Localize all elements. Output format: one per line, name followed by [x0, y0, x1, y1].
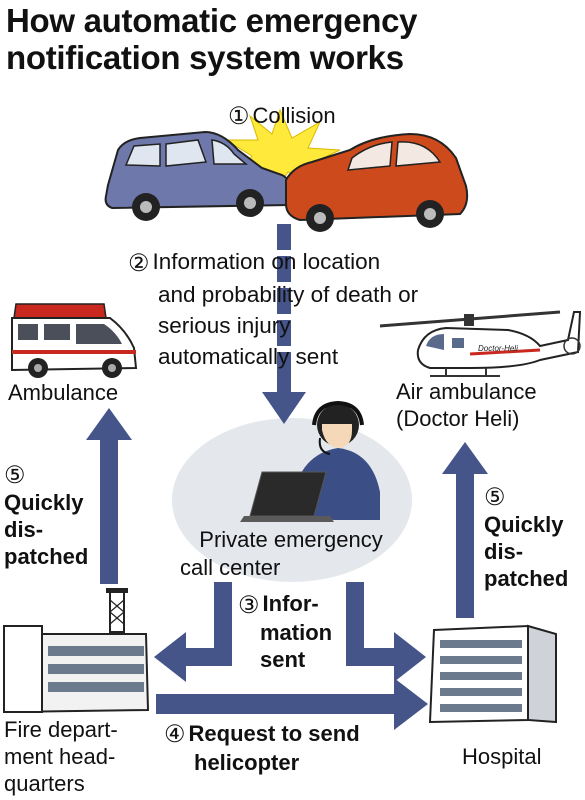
collision-label: Collision [252, 103, 336, 128]
call-center-line-2: call center [180, 555, 281, 580]
step-dispatch-left: ⑤ Quickly dis- patched [4, 462, 88, 570]
title-line-2: notification system works [6, 39, 404, 76]
hospital-icon [428, 624, 557, 724]
fire-dept-label: Fire depart- ment head- quarters [4, 716, 118, 797]
fire-dept-line-3: quarters [4, 771, 85, 796]
step-dispatch-right: ⑤ Quickly dis- patched [484, 484, 568, 592]
helicopter-icon [379, 310, 582, 377]
left-car-icon [104, 130, 292, 221]
request-line-1: Request to send [188, 721, 360, 746]
step-number: ④ [164, 721, 186, 749]
step-number: ① [228, 103, 250, 131]
arrow-info-to-call-center [262, 224, 306, 424]
air-ambulance-line-2: (Doctor Heli) [396, 406, 520, 431]
right-car-icon [285, 132, 469, 232]
step-number: ⑤ [4, 462, 26, 489]
dispatch-right-line-1: Quickly [484, 512, 564, 537]
arrow-call-center-to-hospital [346, 582, 426, 682]
call-center-label: Private emergency call center [178, 526, 404, 582]
fire-dept-line-2: ment head- [4, 744, 116, 769]
air-ambulance-label: Air ambulance (Doctor Heli) [396, 378, 537, 432]
info-sent-line-2: mation [260, 619, 333, 645]
dispatch-left-line-1: Quickly [4, 490, 84, 515]
dispatch-left-line-2: dis- [4, 517, 44, 542]
info-line-4: automatically sent [158, 343, 339, 369]
call-center-line-1: Private emergency [199, 527, 383, 552]
ambulance-label: Ambulance [8, 380, 119, 405]
arrow-fire-to-ambulance [86, 408, 132, 584]
title-line-1: How automatic emergency [6, 2, 418, 39]
arrow-fire-to-hospital [156, 678, 428, 730]
info-line-1: Information on location [152, 249, 381, 274]
hospital-label: Hospital [462, 744, 542, 769]
dispatch-right-line-2: dis- [484, 539, 524, 564]
step-number: ② [128, 249, 150, 277]
fire-department-icon [2, 588, 150, 714]
arrow-call-center-to-fire [154, 582, 232, 682]
arrow-hospital-to-heli [442, 442, 488, 618]
request-line-2: helicopter [194, 750, 300, 776]
step-number: ⑤ [484, 484, 506, 511]
fire-dept-line-1: Fire depart- [4, 717, 118, 742]
info-sent-line-3: sent [260, 646, 306, 672]
step-number: ③ [238, 591, 260, 619]
laptop-icon [240, 471, 334, 522]
heli-text: Doctor-Heli [478, 344, 518, 353]
info-line-3: serious injury [158, 312, 291, 338]
info-line-2: and probability of death or [158, 281, 419, 307]
info-sent-line-1: Infor- [262, 591, 319, 616]
dispatch-left-line-3: patched [4, 544, 89, 569]
air-ambulance-line-1: Air ambulance [396, 379, 537, 404]
dispatch-right-line-3: patched [484, 566, 569, 591]
page-title: How automatic emergency notification sys… [6, 2, 581, 76]
ambulance-icon [11, 303, 138, 378]
